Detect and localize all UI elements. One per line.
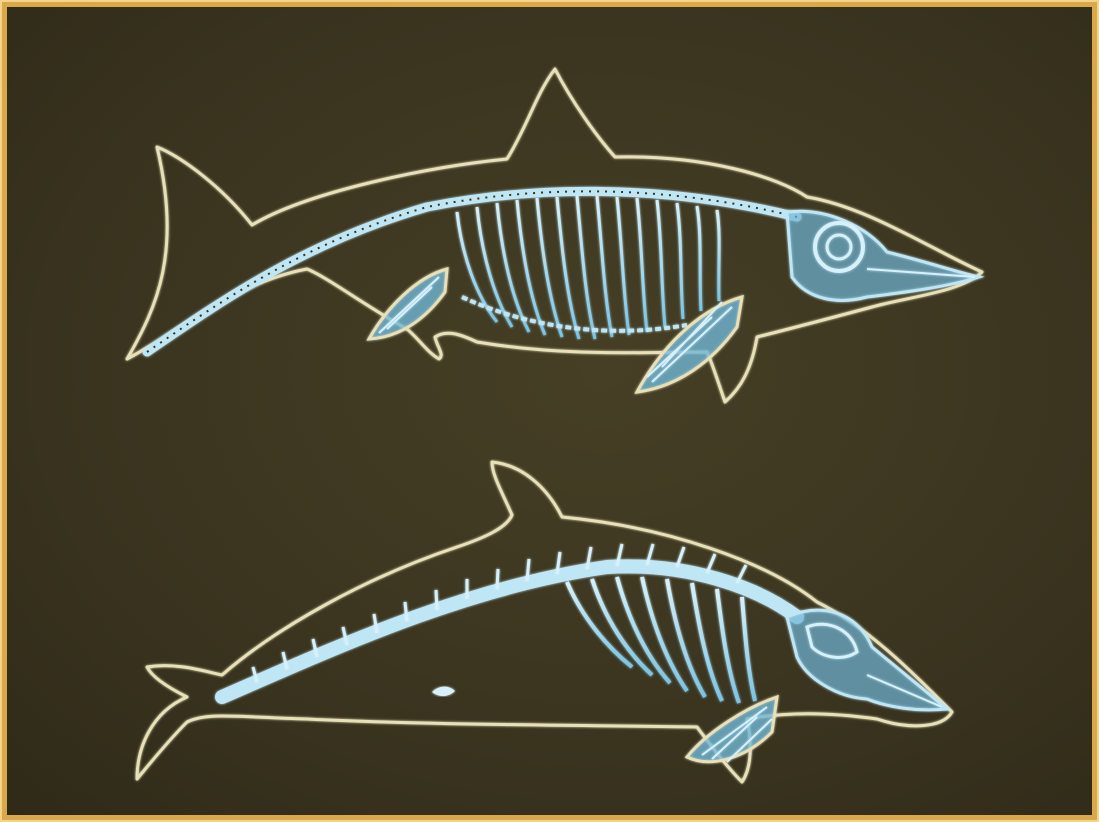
chalkboard-illustration [7, 7, 1092, 815]
ichthyosaur-front-flipper [637, 297, 742, 392]
ichthyosaur-rear-flipper [369, 269, 447, 339]
dolphin-ribs [567, 577, 755, 703]
dolphin-skull [787, 610, 947, 710]
ichthyosaur [127, 69, 982, 402]
dolphin-pelvic-vestige [432, 687, 455, 696]
ichthyosaur-ribs [457, 196, 719, 339]
dolphin [137, 462, 952, 782]
illustration-svg [7, 7, 1092, 815]
